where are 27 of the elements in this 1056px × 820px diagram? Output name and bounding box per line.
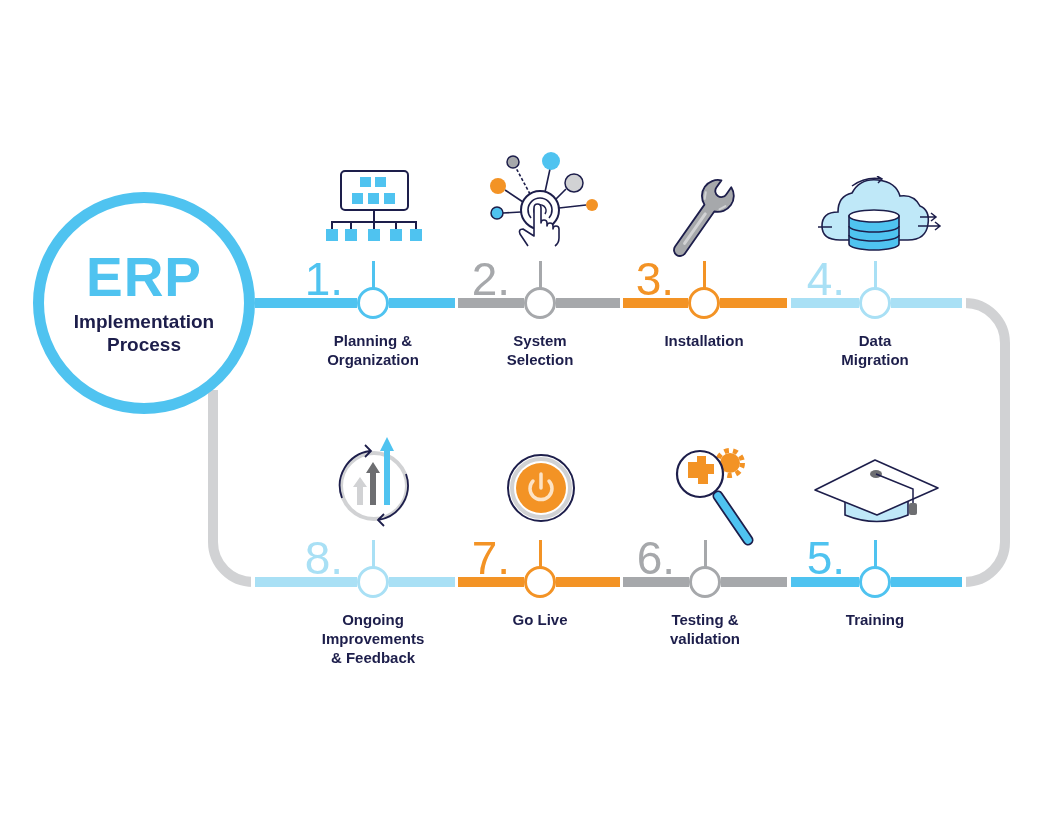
connector-line [389, 298, 524, 308]
step-number: 2. [471, 261, 510, 298]
step-number: 4. [806, 261, 845, 298]
step-number: 3. [635, 261, 674, 298]
step-label: Training [845, 610, 905, 629]
step-number: 8. [304, 540, 343, 577]
step-number: 7. [471, 540, 510, 577]
step-label: Go Live [512, 610, 568, 629]
connector-line [891, 298, 1010, 587]
step-label: Data Migration [840, 331, 910, 369]
connector-line [720, 298, 859, 308]
hub-heading: ERP [85, 250, 203, 306]
step-number: 5. [806, 540, 845, 577]
step-label: Installation [664, 331, 744, 350]
connector-line [389, 577, 524, 587]
step-label: Planning & Organization [326, 331, 420, 369]
connector-line [208, 389, 357, 587]
connector-line [556, 577, 689, 587]
step-label: System Selection [505, 331, 575, 369]
step-number: 1. [304, 261, 343, 298]
step-number: 6. [636, 540, 675, 577]
connector-line [721, 577, 859, 587]
connector-line [556, 298, 688, 308]
connector-line [255, 298, 357, 308]
step-label: Testing & validation [669, 610, 741, 648]
hub-subtitle: Implementation Process [72, 311, 216, 356]
step-label: Ongoing Improvements & Feedback [320, 610, 426, 667]
